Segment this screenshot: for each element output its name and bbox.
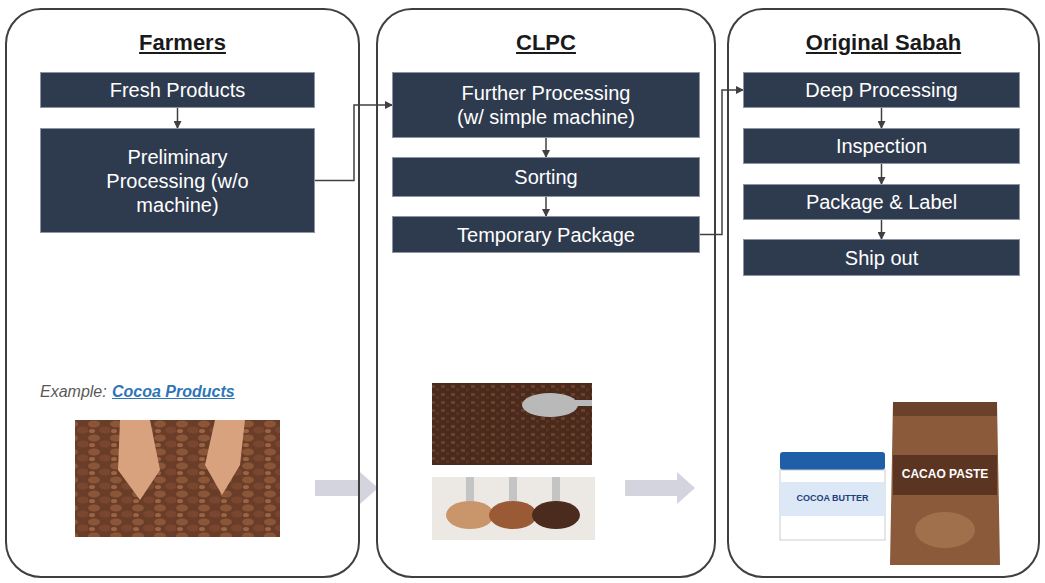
product-label: COCOA BUTTER xyxy=(783,493,882,503)
process-box: Temporary Package xyxy=(392,216,700,253)
swimlane: Original SabahDeep ProcessingInspectionP… xyxy=(727,8,1040,578)
cocoa-butter-jar xyxy=(780,452,885,540)
box-label: Preliminary Processing (w/o machine) xyxy=(81,145,274,217)
flow-connector xyxy=(881,220,883,239)
cocoa-powder-photo xyxy=(432,477,595,540)
lane-heading: Farmers xyxy=(7,30,358,56)
lane-heading: Original Sabah xyxy=(729,30,1038,56)
swimlane: CLPC Further Processing (w/ simple machin… xyxy=(376,8,716,578)
product-label: CACAO PASTE xyxy=(893,467,997,481)
process-box: Further Processing (w/ simple machine) xyxy=(392,72,700,138)
example-note: Example: xyxy=(40,383,107,401)
cocoa-beans-photo xyxy=(75,420,280,537)
flow-connector xyxy=(315,105,392,181)
example-note: Cocoa Products xyxy=(112,383,235,401)
flow-connector xyxy=(545,138,547,157)
box-label: Package & Label xyxy=(806,190,957,214)
flow-connector xyxy=(700,90,743,235)
flow-connector xyxy=(881,108,883,128)
box-label: Further Processing (w/ simple machine) xyxy=(448,81,644,129)
process-box: Fresh Products xyxy=(40,72,315,108)
box-label: Temporary Package xyxy=(457,223,635,247)
cacao-paste-bag xyxy=(890,402,1000,565)
box-label: Sorting xyxy=(514,165,577,189)
swimlane: FarmersFresh ProductsPreliminary Process… xyxy=(5,8,360,578)
flow-connector xyxy=(177,108,179,128)
process-box: Sorting xyxy=(392,157,700,197)
lane-heading: CLPC xyxy=(378,30,714,56)
box-label: Ship out xyxy=(845,246,918,270)
process-box: Preliminary Processing (w/o machine) xyxy=(40,128,315,233)
flow-arrow xyxy=(315,472,378,504)
flow-arrow xyxy=(625,472,695,504)
process-box: Ship out xyxy=(743,239,1020,276)
process-box: Deep Processing xyxy=(743,72,1020,108)
box-label: Inspection xyxy=(836,134,927,158)
process-box: Inspection xyxy=(743,128,1020,164)
flow-connector xyxy=(545,197,547,216)
process-box: Package & Label xyxy=(743,184,1020,220)
flow-connector xyxy=(881,164,883,184)
cocoa-nibs-photo xyxy=(432,383,592,465)
box-label: Deep Processing xyxy=(805,78,957,102)
box-label: Fresh Products xyxy=(110,78,246,102)
